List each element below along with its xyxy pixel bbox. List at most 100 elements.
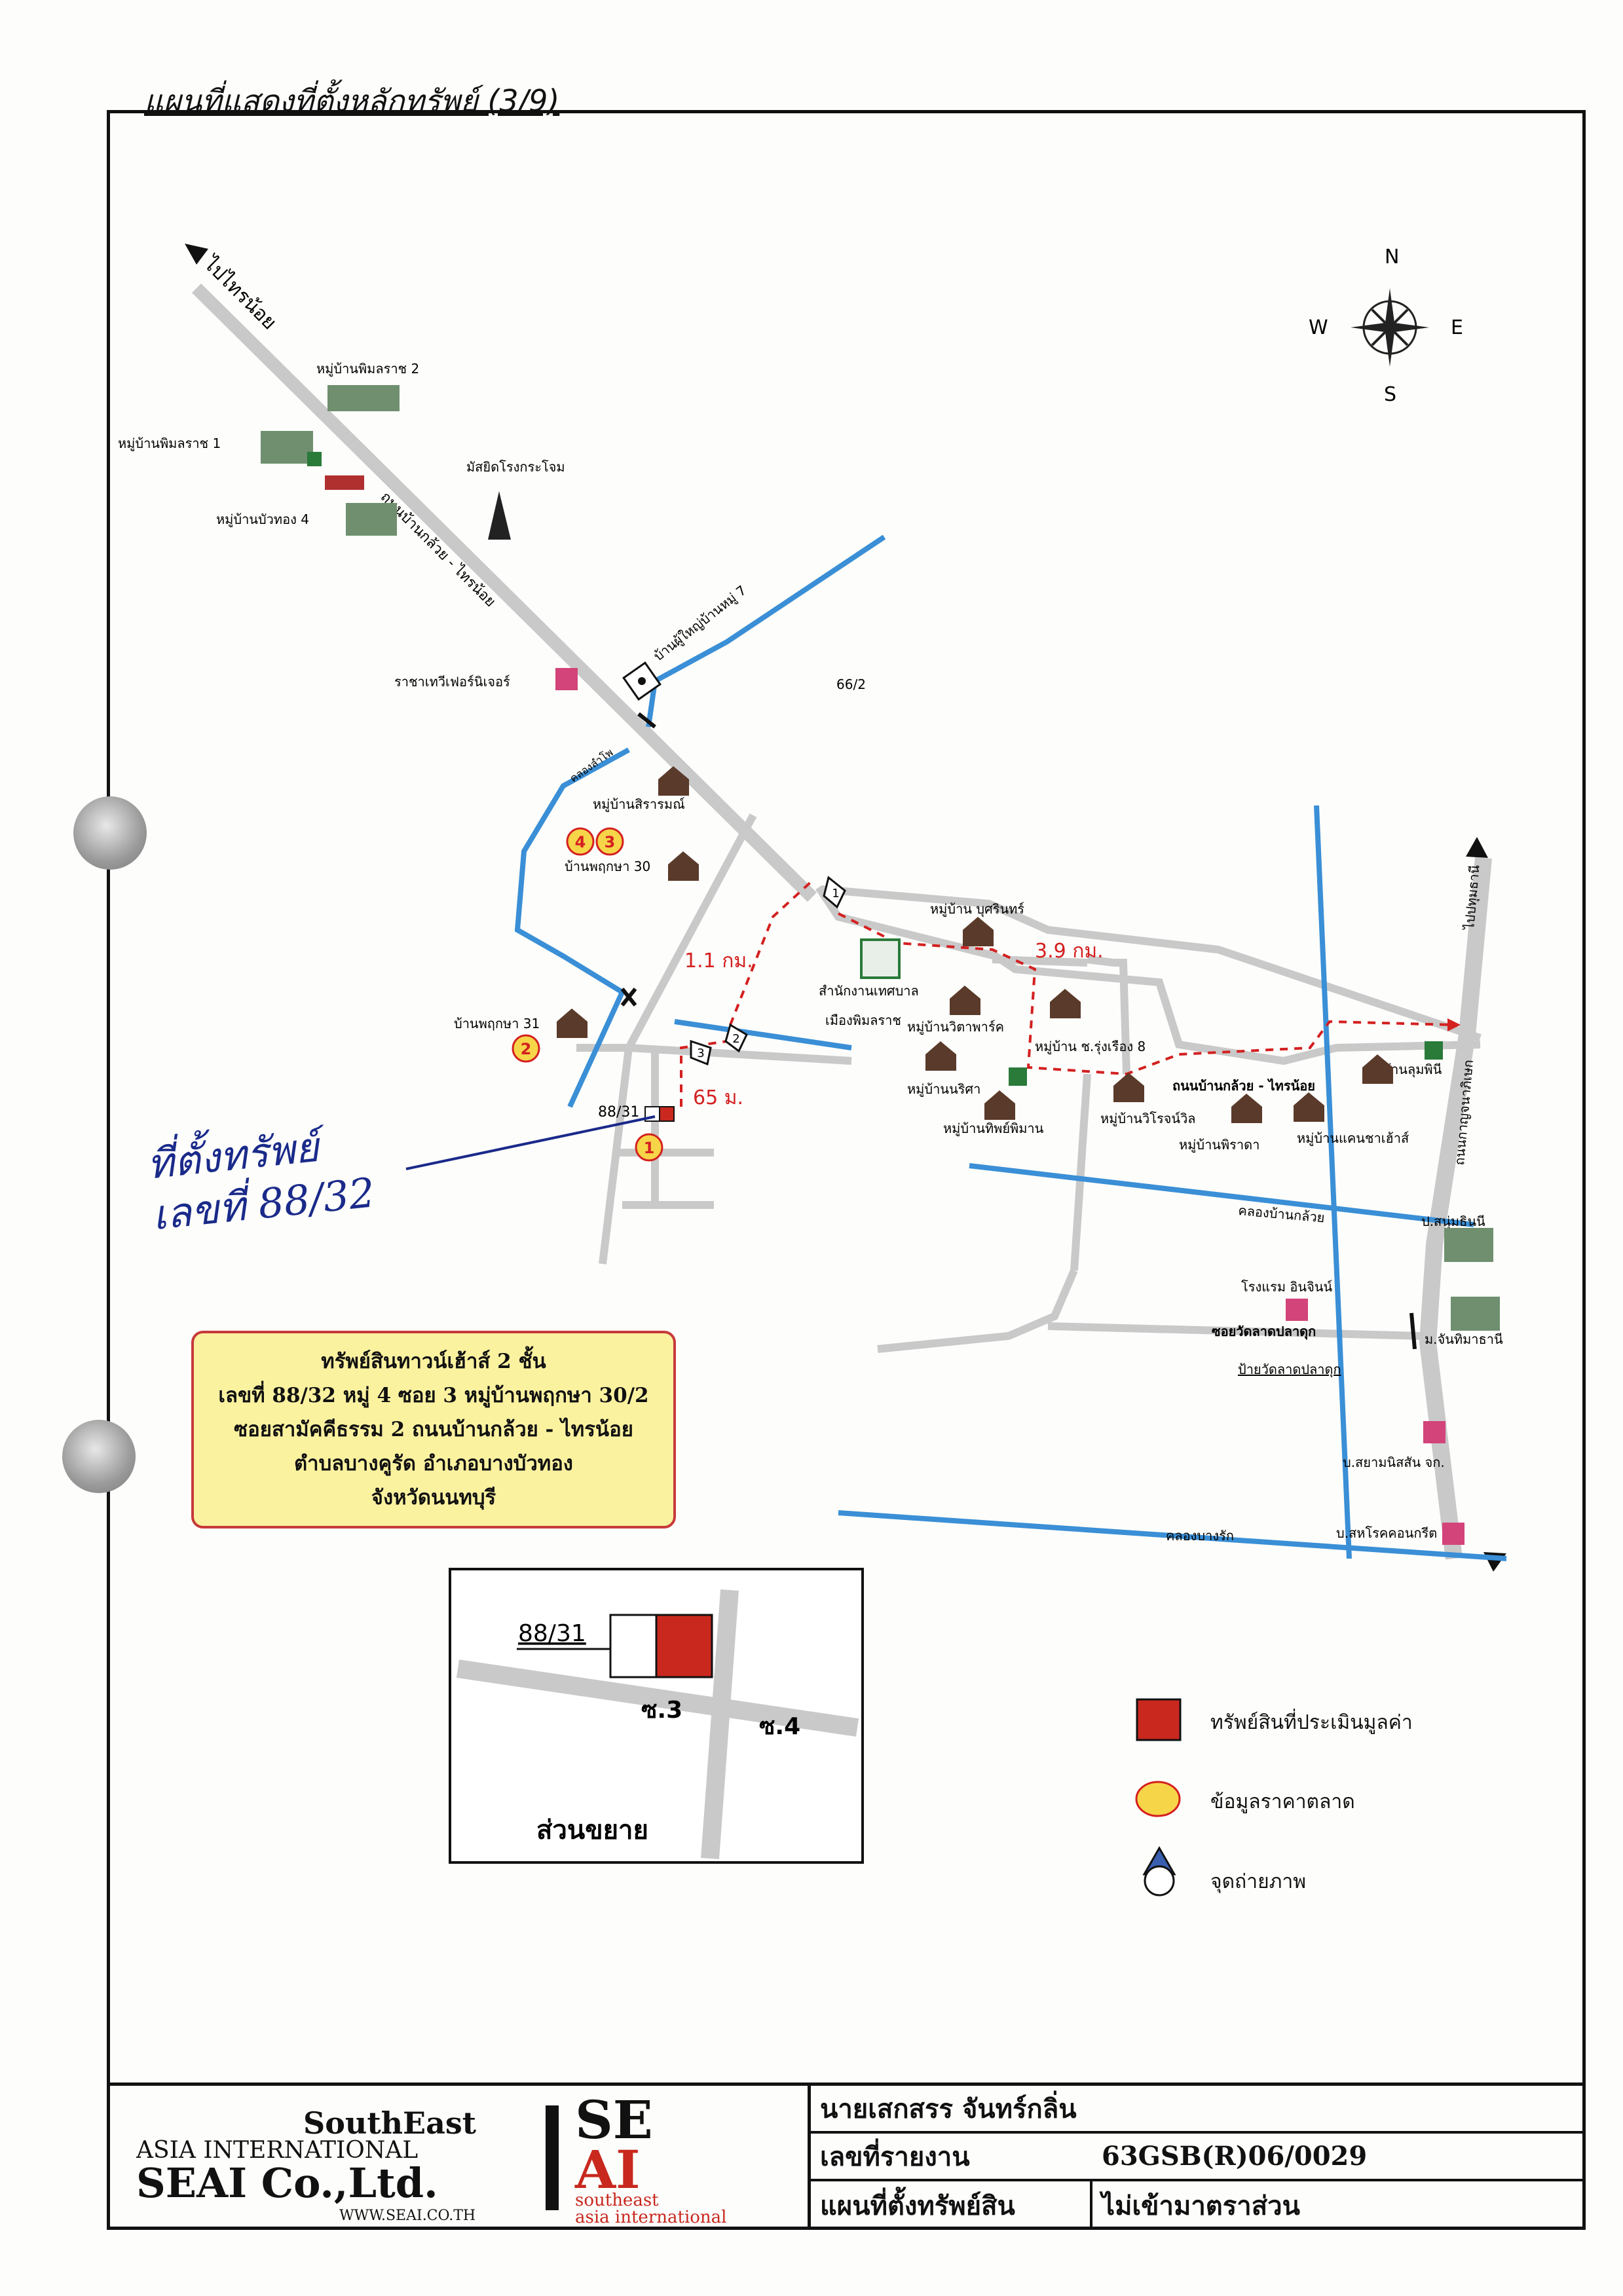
village-photo-icon [1444, 1228, 1493, 1262]
compass-s: S [1384, 383, 1396, 406]
village-label: หมู่บ้านวิตาพาร์ค [907, 1019, 1004, 1035]
seven-eleven-icon [1425, 1041, 1443, 1060]
village-label: หมู่บ้านพิราดา [1179, 1137, 1259, 1153]
village-label: ป.สนุ่มธินนี [1421, 1213, 1485, 1230]
market-legend-icon [1135, 1781, 1181, 1817]
legend-market: ข้อมูลราคาตลาด [1210, 1790, 1355, 1813]
market-marker-label: 1 [644, 1139, 655, 1157]
company-label: บ.สยามนิสสัน จก. [1343, 1454, 1445, 1470]
village-photo-icon [261, 431, 313, 464]
village-label: หมู่บ้านนริศา [907, 1081, 980, 1098]
village-photo-icon [1451, 1297, 1500, 1331]
village-head-marker [622, 661, 662, 701]
village-label: หมู่บ้านวิโรจน์วิล [1100, 1111, 1196, 1127]
logo-line1: SouthEast [303, 2105, 477, 2141]
village-label: หมู่บ้านพิมลราช 1 [118, 435, 221, 452]
legend-photo: จุดถ่ายภาพ [1210, 1870, 1307, 1893]
market-marker-label: 4 [575, 833, 586, 851]
camera-point-icon [690, 1039, 712, 1066]
distance-label: 65 ม. [693, 1086, 743, 1109]
inset-soi4-label: ซ.4 [759, 1713, 800, 1740]
village-label: หมู่บ้านสิรารมณ์ [593, 796, 685, 813]
report-number: 63GSB(R)06/0029 [1102, 2141, 1368, 2172]
footer-row-appraiser: นายเสกสรร จันทร์กลิ่น [811, 2086, 1586, 2134]
lotus-icon [325, 475, 364, 490]
landmark-icon [1442, 1523, 1464, 1545]
village-label: บ้านพฤกษา 31 [454, 1016, 540, 1031]
lot-label: 66/2 [836, 676, 866, 692]
info-line: จังหวัดนนทบุรี [371, 1486, 496, 1509]
village-label: ม.จันทิมาธานี [1425, 1331, 1503, 1347]
arrow-icon [1466, 837, 1488, 858]
subject-lot-icon [659, 1106, 675, 1122]
canal-label: คลองบางรัก [1166, 1528, 1234, 1544]
company-label: บ.สหโรคคอนกรีต [1336, 1525, 1437, 1541]
camera-point-icon [724, 1023, 748, 1053]
village-icons [261, 385, 1500, 1331]
market-marker-icon [512, 1034, 540, 1063]
neighbor-lot [609, 1614, 658, 1678]
bridge-marks [620, 712, 1417, 1350]
punch-hole [73, 796, 147, 870]
village-label: หมู่บ้านบัวทอง 4 [216, 511, 309, 528]
mosque-icon [488, 491, 511, 540]
subject-lot-icon [655, 1614, 713, 1678]
route-lines [680, 880, 1461, 1107]
village-photo-icon [346, 503, 397, 536]
camera-point-label: 3 [697, 1046, 704, 1060]
local-roads [576, 813, 1482, 1353]
scale-label: ไม่เข้ามาตราส่วน [1102, 2190, 1300, 2221]
inset-canvas: 88/31 ซ.3 ซ.4 ส่วนขยาย [456, 1589, 859, 1860]
compass-rose-icon: N S W E [1309, 246, 1463, 406]
map-label: แผนที่ตั้งทรัพย์สิน [811, 2181, 1092, 2229]
compass-n: N [1385, 246, 1399, 268]
lot-label: 88/31 [598, 1104, 639, 1120]
logo-sub2: asia international [575, 2208, 727, 2227]
subject-plot[interactable] [644, 1106, 675, 1122]
market-markers[interactable]: 4 3 2 1 [512, 827, 663, 1162]
info-line: ทรัพย์สินทาวน์เฮ้าส์ 2 ชั้น [321, 1350, 546, 1373]
property-info-box: ทรัพย์สินทาวน์เฮ้าส์ 2 ชั้น เลขที่ 88/32… [191, 1331, 676, 1528]
seven-eleven-icon [307, 452, 322, 466]
village-label: หมู่บ้าน ช.รุ่งเรือง 8 [1035, 1039, 1146, 1055]
village-label: หมู่บ้านทิพย์พิมาน [943, 1120, 1044, 1137]
landmark-icon [1286, 1299, 1308, 1321]
photo-points[interactable]: 1 2 3 [690, 876, 846, 1066]
market-marker-icon [595, 827, 624, 856]
municipal-label: สำนักงานเทศบาล [819, 983, 919, 999]
inset-lot-label: 88/31 [518, 1620, 586, 1647]
inset-soi3-label: ซ.3 [641, 1697, 682, 1724]
footer: SouthEast ASIA INTERNATIONAL SEAI Co.,Lt… [107, 2083, 1586, 2230]
house-icon [557, 766, 1393, 1123]
camera-point-icon [823, 876, 846, 909]
logo-se: SE [575, 2089, 653, 2151]
municipal-emblem-icon [860, 938, 901, 979]
hotel-label: โรงแรม อินจินน์ [1241, 1279, 1332, 1295]
logo-ai: AI [575, 2139, 641, 2200]
legend-subject: ทรัพย์สินที่ประเมินมูลค่า [1210, 1711, 1413, 1734]
logo-bar [546, 2105, 559, 2210]
municipal-label: เมืองพิมลราช [825, 1012, 901, 1028]
map-canvas[interactable]: ไปไทรน้อย หมู่บ้านพิมลราช 2 หมู่บ้านพิมล… [0, 0, 1623, 2083]
footer-row-report: เลขที่รายงาน 63GSB(R)06/0029 [811, 2134, 1586, 2181]
logo-line2: ASIA INTERNATIONAL [136, 2137, 419, 2164]
compass-w: W [1309, 316, 1328, 339]
to-sainoi-label: ไปไทรน้อย [198, 251, 282, 335]
landmark-icon [1423, 1421, 1446, 1443]
market-marker-icon [566, 827, 595, 856]
info-line: ตำบลบางคูรัด อำเภอบางบัวทอง [294, 1452, 573, 1475]
sign-label: ป้ายวัดลาดปลาดุก [1238, 1361, 1341, 1378]
map-frame [107, 110, 1586, 2230]
market-marker-icon [635, 1133, 663, 1162]
road-label: ซอยวัดลาดปลาดุก [1212, 1324, 1316, 1340]
footer-row-map: แผนที่ตั้งทรัพย์สิน ไม่เข้ามาตราส่วน [811, 2181, 1586, 2229]
logo-line3: SEAI Co.,Ltd. [136, 2159, 438, 2207]
distance-label: 3.9 กม. [1035, 940, 1104, 963]
subject-legend-icon [1136, 1698, 1182, 1741]
appraiser-name: นายเสกสรร จันทร์กลิ่น [820, 2093, 1077, 2124]
arrow-icon [185, 244, 208, 265]
punch-hole [62, 1420, 136, 1493]
camera-point-label: 1 [832, 887, 839, 900]
compass-e: E [1451, 316, 1463, 339]
report-label: เลขที่รายงาน [820, 2141, 970, 2172]
